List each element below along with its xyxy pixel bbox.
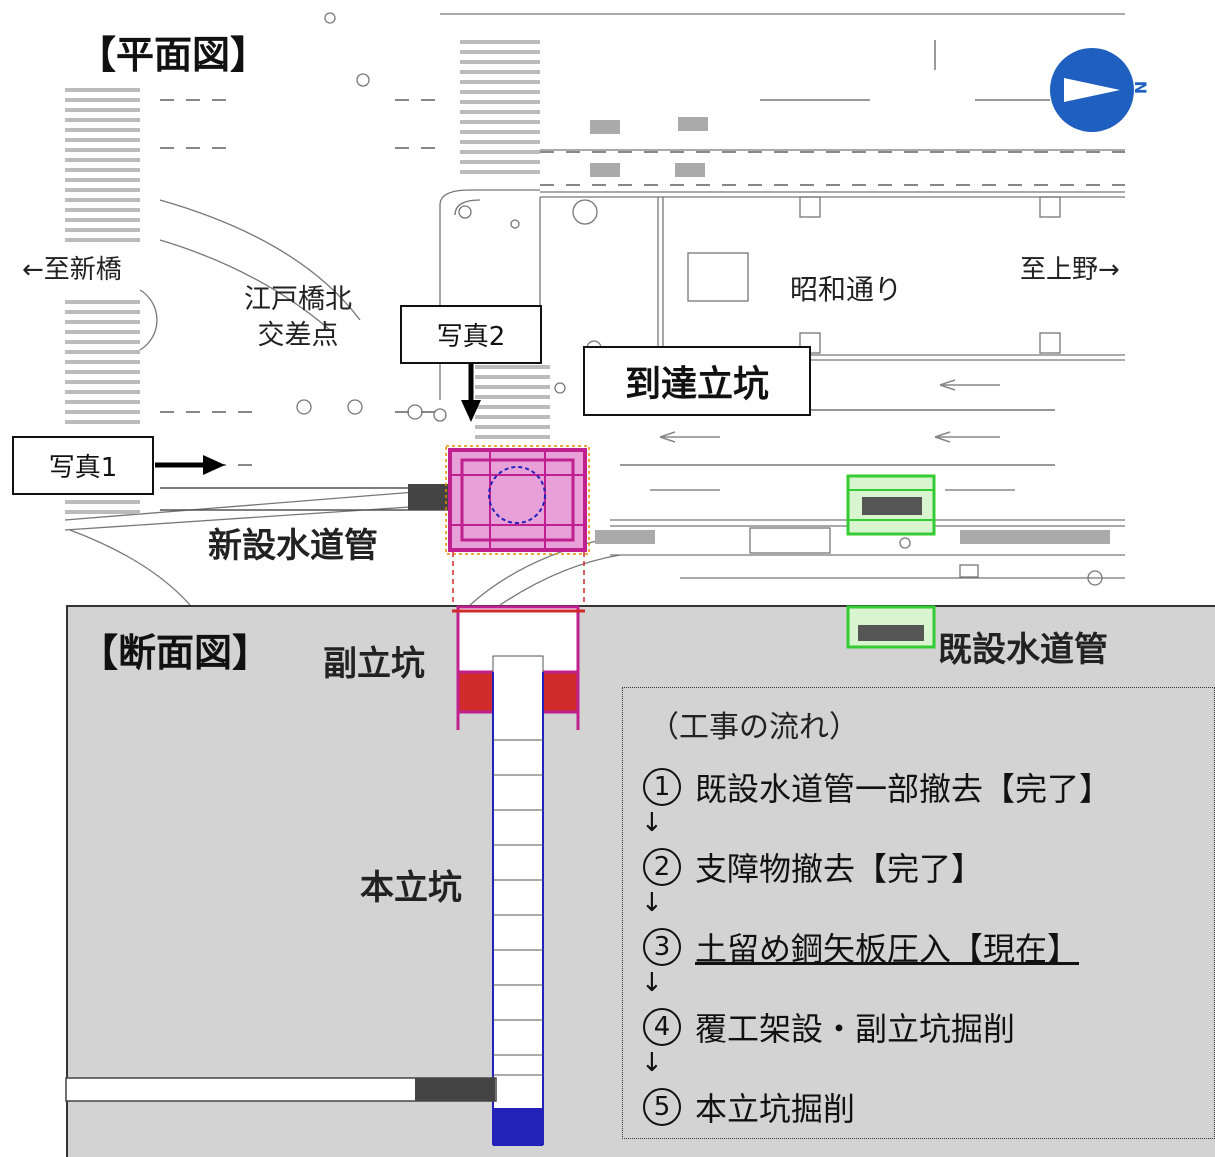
section-view: [66, 605, 1215, 1157]
flow-step-1: 1 既設水道管一部撤去【完了】: [643, 764, 1111, 810]
arrival-shaft-label-box: 到達立坑: [583, 346, 811, 416]
flow-down-arrow-icon: ↓: [641, 968, 663, 998]
to-shinbashi-label: ←至新橋: [22, 255, 122, 285]
new-pipe-label: 新設水道管: [208, 526, 378, 566]
step-text-2: 支障物撤去【完了】: [695, 850, 984, 888]
flow-step-5: 5 本立坑掘削: [643, 1084, 855, 1130]
flow-down-arrow-icon: ↓: [641, 808, 663, 838]
main-shaft-label: 本立坑: [360, 868, 462, 908]
shaft-plan-graphic: [160, 445, 936, 605]
flow-down-arrow-icon: ↓: [641, 1048, 663, 1078]
step-number-4: 4: [643, 1008, 681, 1046]
step-text-3: 土留め鋼矢板圧入【現在】: [695, 930, 1080, 968]
work-flow-heading: （工事の流れ）: [649, 710, 859, 745]
photo1-label: 写真1: [48, 453, 118, 483]
photo1-label-box: 写真1: [12, 436, 154, 495]
to-ueno-label: 至上野→: [1020, 255, 1120, 285]
section-view-title: 【断面図】: [80, 631, 271, 675]
flow-step-2: 2 支障物撤去【完了】: [643, 844, 983, 890]
step-number-5: 5: [643, 1088, 681, 1126]
new-pipe-section: [65, 1077, 497, 1102]
existing-pipe-section: [846, 605, 936, 649]
existing-pipe-label: 既設水道管: [938, 630, 1108, 670]
work-flow-box: （工事の流れ） 1 既設水道管一部撤去【完了】 ↓ 2 支障物撤去【完了】 ↓ …: [622, 687, 1215, 1139]
step-text-5: 本立坑掘削: [695, 1090, 856, 1128]
plan-view-title: 【平面図】: [78, 33, 269, 77]
step-number-3: 3: [643, 928, 681, 966]
step-number-1: 1: [643, 768, 681, 806]
step-number-2: 2: [643, 848, 681, 886]
showa-dori-label: 昭和通り: [790, 273, 903, 306]
existing-pipe-plan: [846, 474, 936, 536]
photo2-label-box: 写真2: [400, 305, 542, 364]
flow-down-arrow-icon: ↓: [641, 888, 663, 918]
arrival-shaft-plan: [445, 445, 590, 555]
north-compass-icon: [1050, 48, 1134, 132]
arrival-shaft-label: 到達立坑: [624, 364, 769, 405]
photo2-label: 写真2: [436, 322, 506, 352]
step-text-4: 覆工架設・副立坑掘削: [695, 1010, 1016, 1048]
main-shaft-section: [492, 655, 544, 1146]
flow-step-4: 4 覆工架設・副立坑掘削: [643, 1004, 1015, 1050]
sub-shaft-label: 副立坑: [323, 644, 425, 684]
step-text-1: 既設水道管一部撤去【完了】: [695, 770, 1112, 808]
intersection-label: 江戸橋北 交差点: [244, 284, 352, 351]
flow-step-3: 3 土留め鋼矢板圧入【現在】: [643, 924, 1079, 970]
